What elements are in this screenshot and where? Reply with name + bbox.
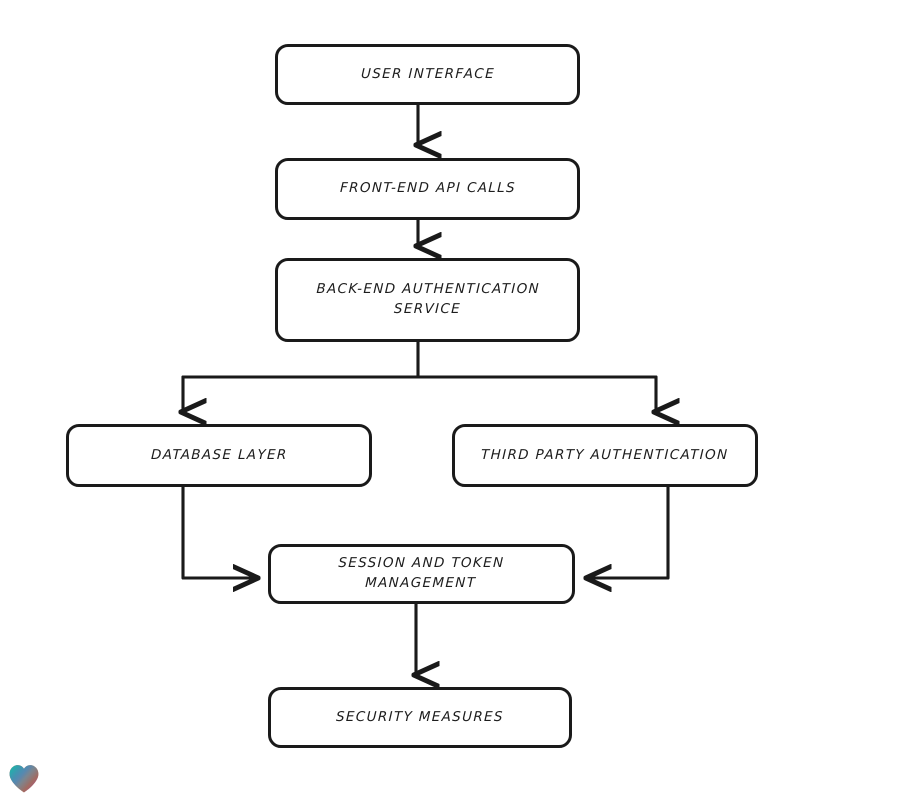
edge-database-to-session <box>181 485 256 578</box>
edge-thirdparty-to-session <box>588 485 670 578</box>
node-third-party-authentication[interactable]: Third Party Authentication <box>452 424 758 487</box>
node-third-party-authentication-label: Third Party Authentication <box>481 446 730 463</box>
node-frontend-api-calls-label: Front-End API Calls <box>339 180 516 197</box>
node-database-layer-label: Database Layer <box>150 446 288 463</box>
node-backend-authentication-service-label: Back-End Authentication Service <box>315 281 540 317</box>
node-session-and-token-management-label: Session and Token Management <box>338 555 506 591</box>
node-user-interface-label: User Interface <box>360 65 495 82</box>
node-security-measures-label: Security Measures <box>335 708 505 725</box>
node-security-measures[interactable]: Security Measures <box>268 687 572 748</box>
node-database-layer[interactable]: Database Layer <box>66 424 372 487</box>
node-session-and-token-management[interactable]: Session and Token Management <box>268 544 575 604</box>
heart-icon <box>9 765 39 793</box>
node-user-interface[interactable]: User Interface <box>275 44 580 105</box>
node-backend-authentication-service[interactable]: Back-End Authentication Service <box>275 258 580 342</box>
node-frontend-api-calls[interactable]: Front-End API Calls <box>275 158 580 220</box>
